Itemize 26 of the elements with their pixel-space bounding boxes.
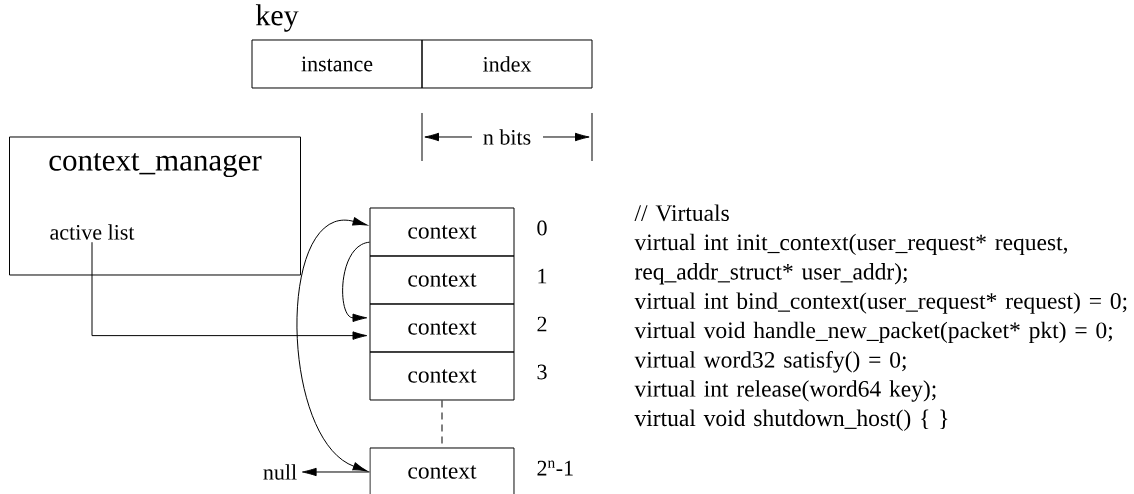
key-field-box: instance <box>251 39 423 89</box>
code-line: virtual void shutdown_host() { } <box>634 409 948 431</box>
node-text: null <box>263 464 297 480</box>
dimension-label: n bits <box>483 129 531 145</box>
node-text: active list <box>50 224 135 240</box>
curved-arrow <box>342 241 370 323</box>
context-slot: context <box>369 255 515 305</box>
code-line: virtual int bind_context(user_request* request) = 0; <box>634 292 1127 314</box>
slot-number: 2 <box>537 316 547 332</box>
context-slot: context <box>369 303 515 353</box>
arrow <box>91 241 368 340</box>
code-comment: // Virtuals <box>634 204 729 222</box>
code-line: virtual int release(word64 key); <box>634 380 936 402</box>
code-line: virtual void handle_new_packet(packet* pkt) = 0; <box>634 321 1112 343</box>
code-line: virtual int init_context(user_request* request, req_addr_struct* user_addr); <box>634 233 1068 285</box>
slot-number: 2$^{n}$-1 <box>537 460 573 476</box>
context-slot: context <box>369 207 515 257</box>
slot-number: 0 <box>537 220 547 236</box>
slot-number: 1 <box>538 268 547 284</box>
code-line: virtual word32 satisfy() = 0; <box>634 351 906 373</box>
context-slot: context <box>369 447 515 494</box>
context-slot: context <box>369 351 515 401</box>
key-field-box: index <box>421 39 593 89</box>
arrow <box>302 467 370 477</box>
curved-arrow <box>296 217 368 472</box>
slot-number: 3 <box>537 364 547 380</box>
